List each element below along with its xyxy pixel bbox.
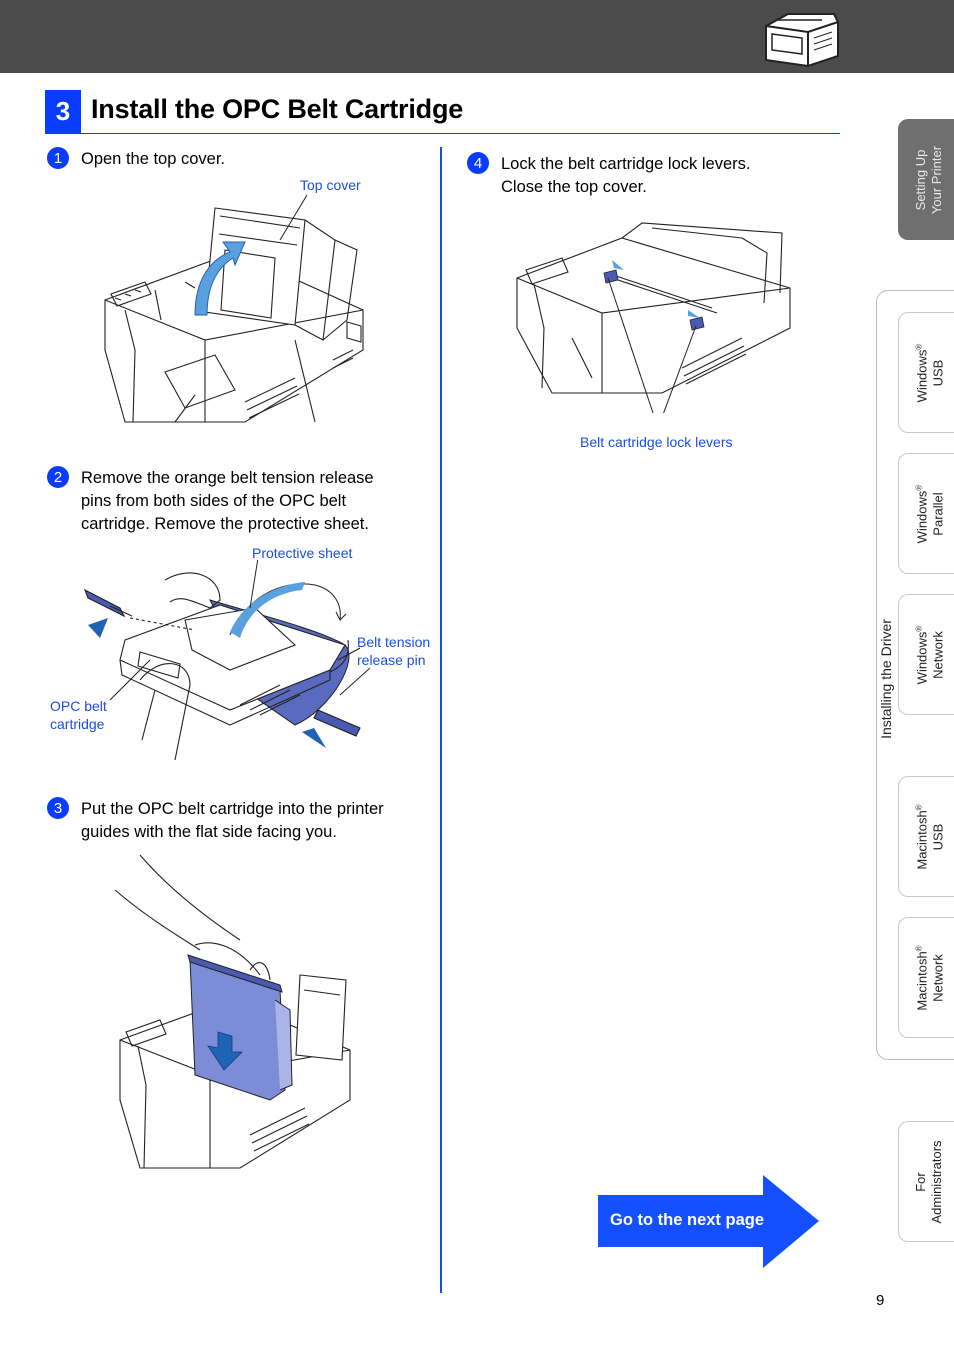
- callout-belt-tension-pin: Belt tension release pin: [357, 633, 430, 669]
- step-2-badge: 2: [47, 466, 69, 488]
- callout-opc-belt-line-1: OPC belt: [50, 698, 107, 714]
- registered-mark: ®: [914, 625, 924, 632]
- step-3-text: Put the OPC belt cartridge into the prin…: [81, 798, 384, 844]
- step-4-line-1: Lock the belt cartridge lock levers.: [501, 155, 751, 173]
- step-4-text: Lock the belt cartridge lock levers. Clo…: [501, 153, 750, 199]
- tab-macintosh-usb-line-1: Macintosh: [914, 809, 930, 870]
- callout-top-cover: Top cover: [300, 177, 361, 193]
- tab-setting-up-line-2: Your Printer: [929, 145, 944, 214]
- tab-windows-network-label: Windows® Network: [911, 625, 946, 684]
- tab-macintosh-usb-label: Macintosh® USB: [911, 804, 946, 869]
- step-3-badge: 3: [47, 797, 69, 819]
- tab-windows-network-line-2: Network: [930, 630, 946, 679]
- driver-group-label: Installing the Driver: [878, 619, 894, 739]
- tab-macintosh-network-line-1: Macintosh: [914, 950, 930, 1011]
- tab-windows-usb[interactable]: Windows® USB: [898, 312, 954, 433]
- registered-mark: ®: [914, 803, 924, 810]
- step-4-line-2: Close the top cover.: [501, 178, 647, 196]
- callout-lock-levers: Belt cartridge lock levers: [580, 434, 733, 450]
- tab-windows-parallel-line-2: Parallel: [930, 491, 946, 536]
- tab-for-administrators-line-1: For: [913, 1171, 928, 1192]
- title-underline: [45, 133, 840, 134]
- callout-belt-tension-line-2: release pin: [357, 652, 426, 668]
- tab-macintosh-network[interactable]: Macintosh® Network: [898, 917, 954, 1038]
- step-1-badge: 1: [47, 147, 69, 169]
- tab-macintosh-network-label: Macintosh® Network: [911, 945, 946, 1010]
- header-bar: [0, 0, 954, 73]
- tab-setting-up-line-1: Setting Up: [913, 149, 928, 210]
- callout-belt-tension-line-1: Belt tension: [357, 634, 431, 650]
- tab-for-administrators[interactable]: For Administrators: [898, 1121, 954, 1242]
- section-number: 3: [45, 90, 81, 133]
- next-page-button[interactable]: Go to the next page: [598, 1175, 820, 1268]
- step-1-line-1: Open the top cover.: [81, 150, 226, 168]
- tab-windows-parallel[interactable]: Windows® Parallel: [898, 453, 954, 574]
- callout-protective-sheet: Protective sheet: [252, 545, 353, 561]
- step-4-badge: 4: [467, 152, 489, 174]
- tab-windows-usb-line-2: USB: [930, 359, 946, 386]
- step-2-line-1: Remove the orange belt tension release: [81, 469, 374, 487]
- step-2-line-3: cartridge. Remove the protective sheet.: [81, 515, 369, 533]
- tab-setting-up-label: Setting Up Your Printer: [913, 145, 945, 213]
- tab-windows-network[interactable]: Windows® Network: [898, 594, 954, 715]
- tab-windows-parallel-line-1: Windows: [914, 490, 930, 543]
- tab-windows-usb-label: Windows® USB: [911, 343, 946, 402]
- page-number: 9: [876, 1292, 885, 1309]
- page-title: Install the OPC Belt Cartridge: [91, 94, 464, 124]
- step-3-line-2: guides with the flat side facing you.: [81, 823, 337, 841]
- step-1-text: Open the top cover.: [81, 148, 225, 171]
- tab-setting-up-printer[interactable]: Setting Up Your Printer: [898, 119, 954, 240]
- open-top-cover-illustration: [104, 194, 364, 423]
- tab-macintosh-network-line-2: Network: [930, 953, 946, 1002]
- tab-macintosh-usb[interactable]: Macintosh® USB: [898, 776, 954, 897]
- tab-macintosh-usb-line-2: USB: [930, 823, 946, 850]
- registered-mark: ®: [914, 944, 924, 951]
- tab-for-administrators-label: For Administrators: [913, 1140, 945, 1223]
- registered-mark: ®: [914, 484, 924, 491]
- tab-windows-network-line-1: Windows: [914, 631, 930, 684]
- step-2-text: Remove the orange belt tension release p…: [81, 467, 374, 536]
- column-divider: [440, 147, 442, 1293]
- driver-group-bracket: [876, 290, 954, 1060]
- insert-cartridge-illustration: [114, 854, 351, 1169]
- tab-windows-parallel-label: Windows® Parallel: [911, 484, 946, 543]
- remove-pins-illustration: [83, 560, 370, 761]
- callout-opc-belt-cartridge: OPC belt cartridge: [50, 697, 107, 733]
- next-page-label: Go to the next page: [610, 1211, 765, 1229]
- printer-icon: [765, 13, 839, 68]
- tab-for-administrators-line-2: Administrators: [929, 1139, 944, 1224]
- lock-levers-illustration: [516, 222, 791, 413]
- registered-mark: ®: [914, 343, 924, 350]
- step-3-line-1: Put the OPC belt cartridge into the prin…: [81, 800, 384, 818]
- callout-opc-belt-line-2: cartridge: [50, 716, 105, 732]
- arrow-right-icon: [598, 1175, 819, 1268]
- step-2-line-2: pins from both sides of the OPC belt: [81, 492, 347, 510]
- tab-windows-usb-line-1: Windows: [914, 349, 930, 402]
